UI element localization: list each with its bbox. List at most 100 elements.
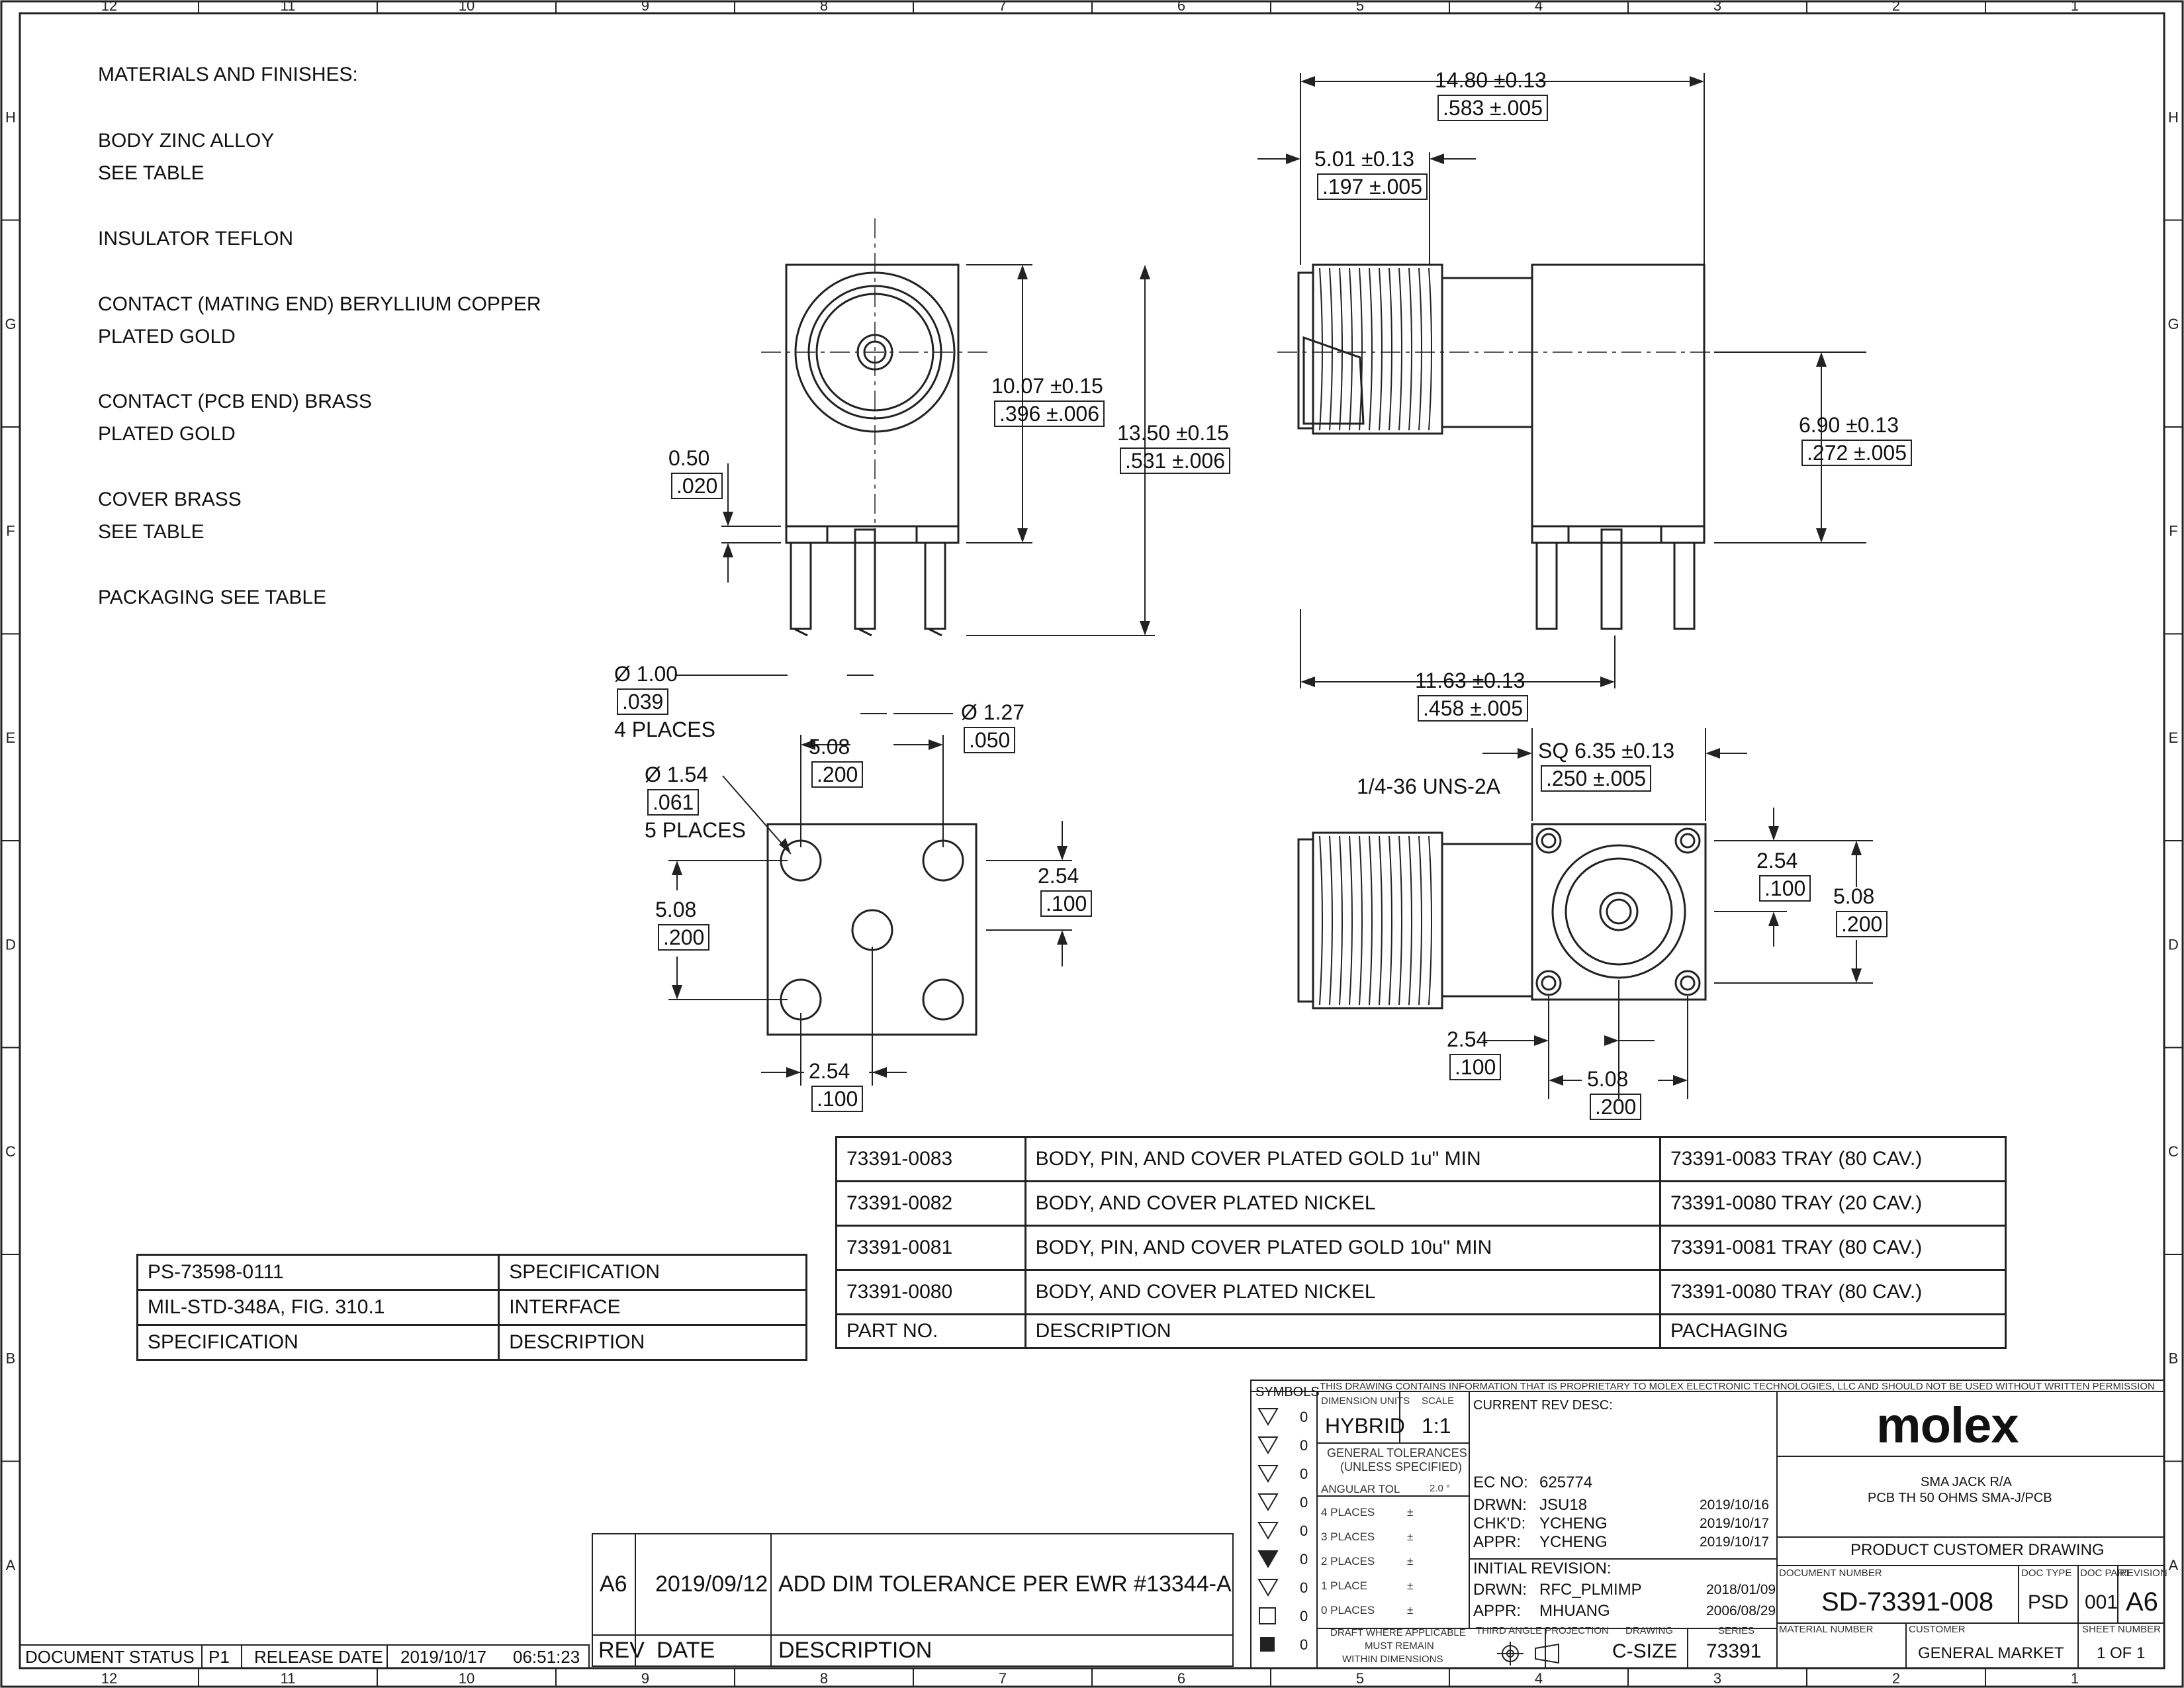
zone-column-label-bottom: 1 [2071, 1670, 2079, 1687]
initial-drwn-label: DRWN: [1473, 1581, 1527, 1599]
dim-value-inch: .039 [617, 688, 669, 715]
scale-label: SCALE [1422, 1395, 1455, 1407]
table-cell: PACHAGING [1659, 1313, 2007, 1349]
zone-row-label-right: F [2169, 522, 2177, 539]
sheet: 1 OF 1 [2097, 1644, 2146, 1662]
places-label: 1 PLACE [1321, 1579, 1367, 1592]
zone-column-label-bottom: 10 [459, 1670, 475, 1687]
title-line-2: PCB TH 50 OHMS SMA-J/PCB [1868, 1491, 2052, 1505]
materials-note-line: PACKAGING SEE TABLE [98, 586, 327, 608]
zone-row-label-left: G [5, 316, 16, 332]
dim-value-inch: .050 [964, 727, 1016, 753]
table-cell: DESCRIPTION [1024, 1313, 1661, 1349]
doc-status-value: P1 [208, 1647, 230, 1667]
side-view [1277, 263, 1747, 630]
zone-column-label-top: 11 [281, 0, 296, 14]
dim-value-mm: 5.08 [655, 898, 697, 921]
table-cell: SPECIFICATION [498, 1254, 807, 1291]
zone-row-label-right: E [2169, 729, 2179, 746]
plusminus-sign: ± [1407, 1506, 1414, 1519]
initial-appr-date: 2006/08/29 [1706, 1603, 1776, 1618]
date-header: DATE [657, 1638, 715, 1663]
dimension-symbol-icon [1257, 1493, 1279, 1511]
materials-note-line: CONTACT (PCB END) BRASS [98, 391, 372, 412]
rev-value: A6 [600, 1571, 627, 1597]
dim-value-inch: .583 ±.005 [1437, 95, 1549, 121]
dimension-symbol-icon [1257, 1465, 1279, 1483]
plusminus-sign: ± [1407, 1555, 1414, 1568]
customer-label: CUSTOMER [1909, 1624, 1966, 1635]
customer: GENERAL MARKET [1918, 1644, 2064, 1662]
dim-value-mm: 11.63 ±0.13 [1415, 669, 1525, 692]
plusminus-sign: ± [1407, 1604, 1414, 1617]
doc-part-label: DOC PART [2080, 1568, 2131, 1579]
release-label: RELEASE DATE [254, 1647, 383, 1667]
rev-date: 2019/09/12 [655, 1571, 768, 1597]
zone-row-label-right: A [2169, 1557, 2179, 1573]
places-label: 4 PLACES [1321, 1506, 1375, 1519]
symbol-equals-value: 0 [1300, 1494, 1308, 1511]
dimension-symbol-icon [1259, 1607, 1276, 1624]
doc-number: SD-73391-008 [1821, 1587, 1994, 1617]
dim-value-inch: .100 [811, 1086, 864, 1112]
dim-value-mm: 1/4-36 UNS-2A [1357, 774, 1500, 798]
dimension-symbol-icon [1257, 1436, 1279, 1454]
material-number-label: MATERIAL NUMBER [1779, 1624, 1874, 1635]
revision: A6 [2126, 1587, 2158, 1617]
materials-note-line: BODY ZINC ALLOY [98, 130, 275, 152]
zone-row-label-left: F [6, 522, 15, 539]
zone-row-label-left: B [6, 1350, 16, 1366]
symbol-equals-value: 0 [1300, 1608, 1308, 1624]
dim-value-mm: 2.54 [1038, 864, 1079, 888]
initial-drwn-date: 2018/01/09 [1706, 1582, 1776, 1597]
series-label: SERIES [1718, 1625, 1755, 1636]
zone-column-label-top: 3 [1713, 0, 1721, 14]
materials-note-line: INSULATOR TEFLON [98, 228, 294, 250]
bottom-view [1297, 823, 1707, 1009]
symbol-equals-value: 0 [1300, 1636, 1308, 1653]
doc-type-label: DOC TYPE [2021, 1568, 2072, 1579]
draft-note-line: MUST REMAIN [1365, 1640, 1434, 1652]
materials-note-line: PLATED GOLD [98, 326, 236, 348]
table-cell: PS-73598-0111 [136, 1254, 500, 1291]
initial-rev-label: INITIAL REVISION: [1473, 1560, 1612, 1577]
zone-column-label-bottom: 2 [1892, 1670, 1900, 1687]
general-tolerances: GENERAL TOLERANCES [1327, 1446, 1467, 1460]
table-cell: 73391-0081 TRAY (80 CAV.) [1659, 1225, 2007, 1271]
table-cell: BODY, AND COVER PLATED NICKEL [1024, 1269, 1661, 1315]
table-cell: 73391-0081 [835, 1225, 1026, 1271]
dim-value-inch: .200 [1590, 1094, 1642, 1120]
molex-logo: molex [1876, 1397, 2019, 1454]
zone-row-label-left: E [6, 729, 16, 746]
plusminus-sign: ± [1407, 1530, 1414, 1543]
title-line-1: SMA JACK R/A [1921, 1475, 2012, 1489]
places-label: 2 PLACES [1321, 1555, 1375, 1568]
dim-value-mm: 2.54 [1447, 1027, 1488, 1051]
table-cell: BODY, PIN, AND COVER PLATED GOLD 10u" MI… [1024, 1225, 1661, 1271]
table-cell: INTERFACE [498, 1289, 807, 1326]
dimension-symbol-icon [1257, 1579, 1279, 1597]
doc-status-label: DOCUMENT STATUS [25, 1647, 195, 1667]
materials-note-line: COVER BRASS [98, 489, 242, 510]
table-cell: 73391-0080 TRAY (20 CAV.) [1659, 1180, 2007, 1227]
zone-column-label-top: 12 [101, 0, 117, 14]
series: 73391 [1706, 1640, 1762, 1662]
dim-value-inch: .200 [811, 761, 864, 788]
initial-appr: MHUANG [1539, 1602, 1610, 1620]
materials-note-line: PLATED GOLD [98, 423, 236, 445]
zone-column-label-bottom: 8 [820, 1670, 828, 1687]
front-view [761, 218, 993, 637]
dim-value-mm: 14.80 ±0.13 [1435, 68, 1547, 92]
dim-value-mm: Ø 1.54 [645, 763, 709, 786]
table-cell: 73391-0082 [835, 1180, 1026, 1227]
dim-value-mm: 10.07 ±0.15 [991, 374, 1103, 398]
doc-part: 001 [2085, 1591, 2118, 1613]
chkd-date: 2019/10/17 [1700, 1516, 1770, 1531]
